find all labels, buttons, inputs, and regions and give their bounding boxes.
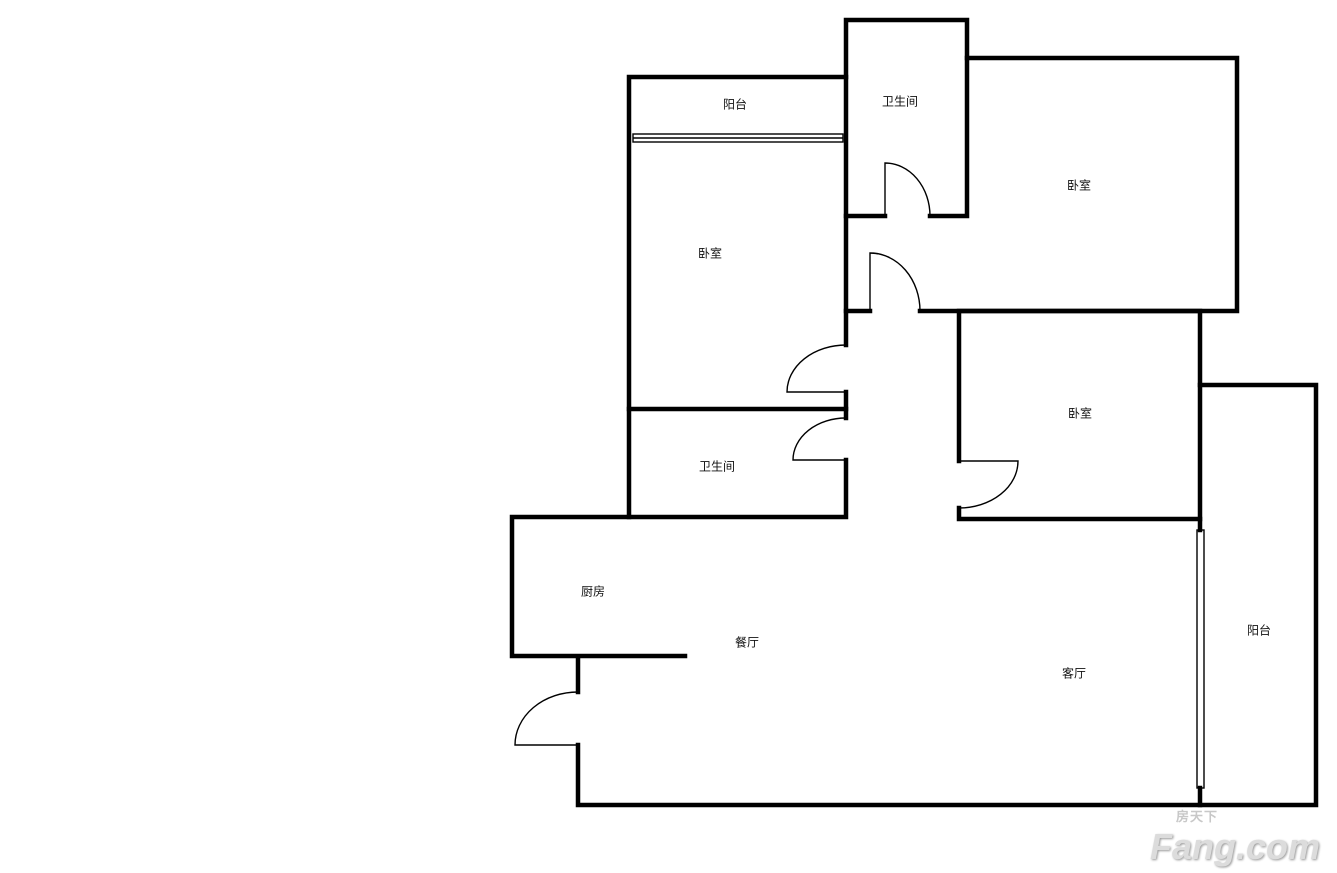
label-bedroom-top-right: 卧室 [1067,178,1091,193]
label-bedroom-middle: 卧室 [1068,406,1092,421]
door-bathroom-top [884,162,931,217]
label-dining: 餐厅 [735,635,759,650]
walls [509,17,1319,808]
railings [632,133,1205,789]
label-bathroom-left: 卫生间 [699,460,735,474]
door-bathroom-left [792,417,847,461]
door-bedroom-top-right [869,252,921,312]
doors [514,162,1019,746]
logo-en: Fang.com [1150,826,1321,867]
door-bedroom-left [786,344,847,393]
label-kitchen: 厨房 [581,584,605,599]
entry-door [514,691,579,746]
sliding-door [1196,529,1205,789]
label-balcony-right: 阳台 [1247,623,1271,638]
label-balcony-top: 阳台 [723,97,747,112]
logo-cn: 房天下 [1176,810,1219,825]
label-living: 客厅 [1062,666,1086,681]
label-bathroom-top: 卫生间 [882,95,918,109]
fang-logo-watermark: 房天下 Fang.com [1150,810,1330,870]
door-bedroom-middle [958,460,1019,509]
room-labels: 阳台 卫生间 卧室 卧室 卧室 卫生间 厨房 餐厅 客厅 阳台 [581,95,1271,681]
label-bedroom-left: 卧室 [698,246,722,261]
